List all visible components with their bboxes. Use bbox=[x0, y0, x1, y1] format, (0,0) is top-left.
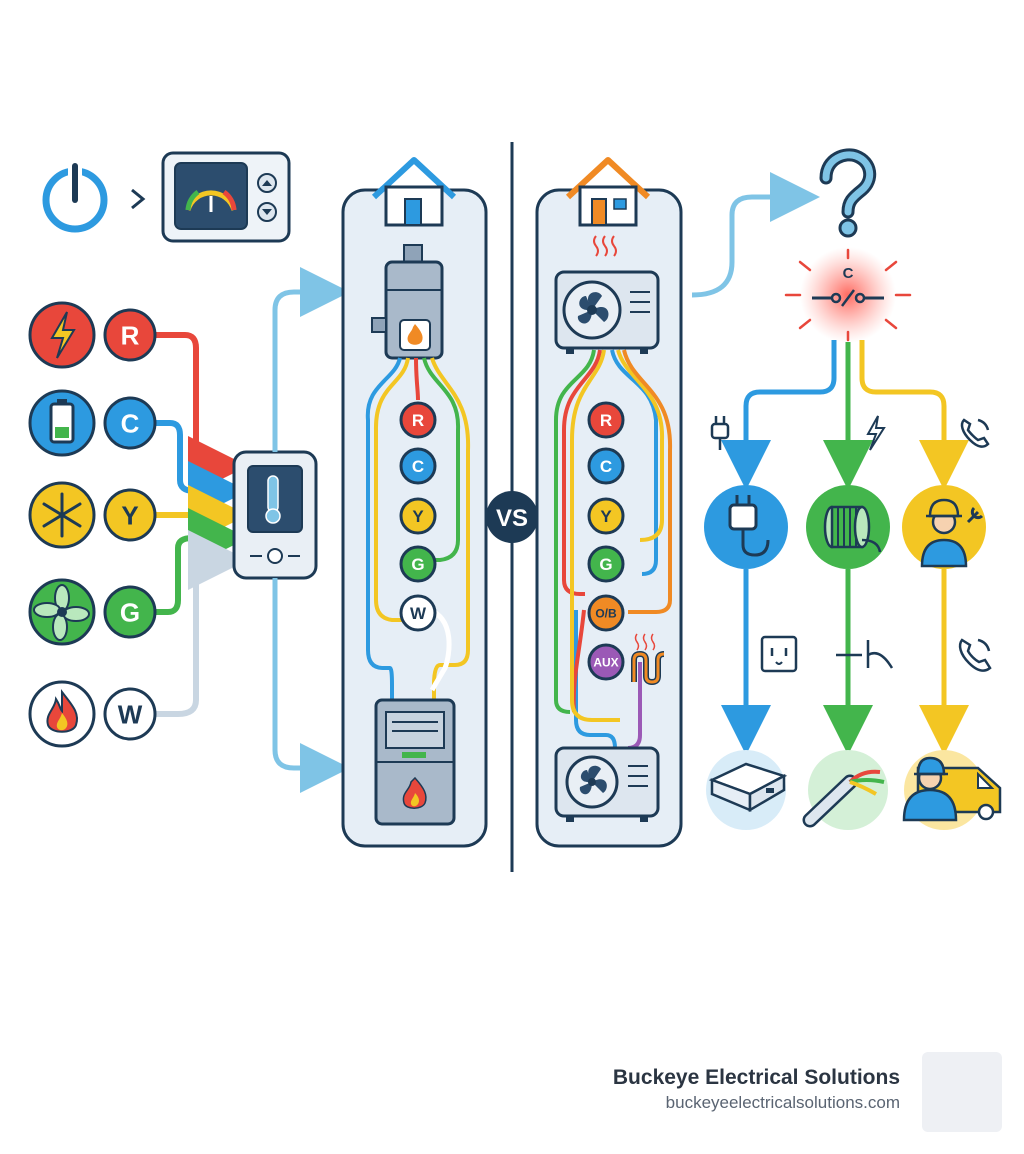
house-icon bbox=[371, 157, 457, 227]
fan-symbol-icon bbox=[28, 578, 96, 646]
lightning-symbol-icon bbox=[28, 301, 96, 369]
heat-pump-top-unit-icon bbox=[554, 270, 660, 354]
vs-label: VS bbox=[496, 505, 528, 532]
heatpump-terminal-c-label: C bbox=[600, 457, 612, 476]
brand-name: Buckeye Electrical Solutions bbox=[612, 1066, 900, 1089]
furnace-terminal-r: R bbox=[399, 401, 437, 439]
water-heater-icon bbox=[371, 244, 444, 360]
furnace-unit-icon bbox=[374, 698, 456, 826]
heatpump-terminal-g-label: G bbox=[599, 555, 612, 574]
heatpump-terminal-aux-label: AUX bbox=[593, 655, 618, 669]
adapter-option-icon bbox=[704, 485, 788, 569]
wire-badge-y-label: Y bbox=[121, 500, 138, 530]
electrician-option-icon bbox=[902, 485, 986, 569]
wire-splice-icon bbox=[836, 640, 894, 669]
question-mark-icon bbox=[819, 148, 877, 238]
snowflake-symbol-icon bbox=[28, 481, 96, 549]
brand-url[interactable]: buckeyeelectricalsolutions.com bbox=[665, 1093, 900, 1112]
heatpump-terminal-y: Y bbox=[587, 497, 625, 535]
furnace-terminal-c-label: C bbox=[412, 457, 424, 476]
furnace-terminal-g: G bbox=[399, 545, 437, 583]
furnace-terminal-y-label: Y bbox=[412, 507, 424, 526]
option-arrow-pro bbox=[859, 340, 969, 490]
wire-g-left bbox=[155, 508, 248, 615]
wire-badge-w: W bbox=[103, 687, 157, 741]
furnace-terminal-w: W bbox=[399, 594, 437, 632]
heat-pump-bottom-unit-icon bbox=[554, 746, 660, 822]
plug-small-icon bbox=[710, 416, 730, 450]
house-orange-icon bbox=[565, 157, 651, 227]
thermostat-display-icon bbox=[161, 151, 291, 243]
option-arrow-adapter bbox=[721, 340, 837, 490]
battery-symbol-icon bbox=[28, 389, 96, 457]
cable-icon bbox=[802, 750, 888, 830]
heatpump-terminal-ob: O/B bbox=[587, 594, 625, 632]
phone-small-icon bbox=[960, 418, 990, 448]
wire-badge-g-label: G bbox=[120, 597, 140, 627]
flame-symbol-icon bbox=[28, 680, 96, 748]
heat-waves-icon bbox=[593, 235, 617, 257]
wire-badge-y: Y bbox=[103, 488, 157, 542]
wire-r-left bbox=[155, 332, 248, 496]
adapter-box-icon bbox=[706, 750, 788, 830]
missing-c-wire-icon bbox=[784, 247, 912, 343]
power-icon bbox=[42, 162, 108, 233]
wire-badge-r: R bbox=[103, 308, 157, 362]
heatpump-terminal-g: G bbox=[587, 545, 625, 583]
missing-c-label: C bbox=[843, 265, 854, 282]
heatpump-terminal-r: R bbox=[587, 401, 625, 439]
wire-w-left bbox=[155, 530, 248, 717]
wall-thermostat-icon bbox=[232, 450, 318, 580]
wire-badge-r-label: R bbox=[121, 320, 140, 350]
wire-spool-option-icon bbox=[806, 485, 890, 569]
outlet-icon bbox=[760, 635, 798, 673]
wire-badge-c: C bbox=[103, 396, 157, 450]
heatpump-terminal-c: C bbox=[587, 447, 625, 485]
heatpump-wire-harness bbox=[554, 349, 673, 750]
wire-badge-w-label: W bbox=[118, 699, 143, 729]
branch-arrow-up bbox=[272, 267, 350, 452]
vs-badge bbox=[486, 491, 538, 543]
heatpump-terminal-r-label: R bbox=[600, 411, 612, 430]
furnace-terminal-c: C bbox=[399, 447, 437, 485]
heating-coil-icon bbox=[631, 633, 665, 686]
wire-c-left bbox=[155, 420, 248, 521]
heatpump-terminal-y-label: Y bbox=[600, 507, 612, 526]
brand-block: Buckeye Electrical Solutions buckeyeelec… bbox=[613, 1066, 900, 1113]
furnace-terminal-w-label: W bbox=[410, 604, 427, 623]
heatpump-terminal-aux: AUX bbox=[587, 643, 625, 681]
phone-icon bbox=[958, 638, 992, 672]
furnace-terminal-r-label: R bbox=[412, 411, 424, 430]
chevron-right-icon bbox=[131, 188, 146, 210]
bolt-small-icon bbox=[866, 415, 886, 451]
question-arrow bbox=[691, 172, 820, 298]
service-van-icon bbox=[902, 750, 1002, 830]
heatpump-terminal-ob-label: O/B bbox=[595, 606, 617, 620]
furnace-terminal-y: Y bbox=[399, 497, 437, 535]
furnace-terminal-g-label: G bbox=[411, 555, 424, 574]
wire-badge-g: G bbox=[103, 585, 157, 639]
furnace-wire-harness bbox=[365, 357, 471, 700]
wire-badge-c-label: C bbox=[121, 408, 140, 438]
brand-logo bbox=[922, 1052, 1002, 1132]
branch-arrow-down bbox=[272, 578, 350, 793]
